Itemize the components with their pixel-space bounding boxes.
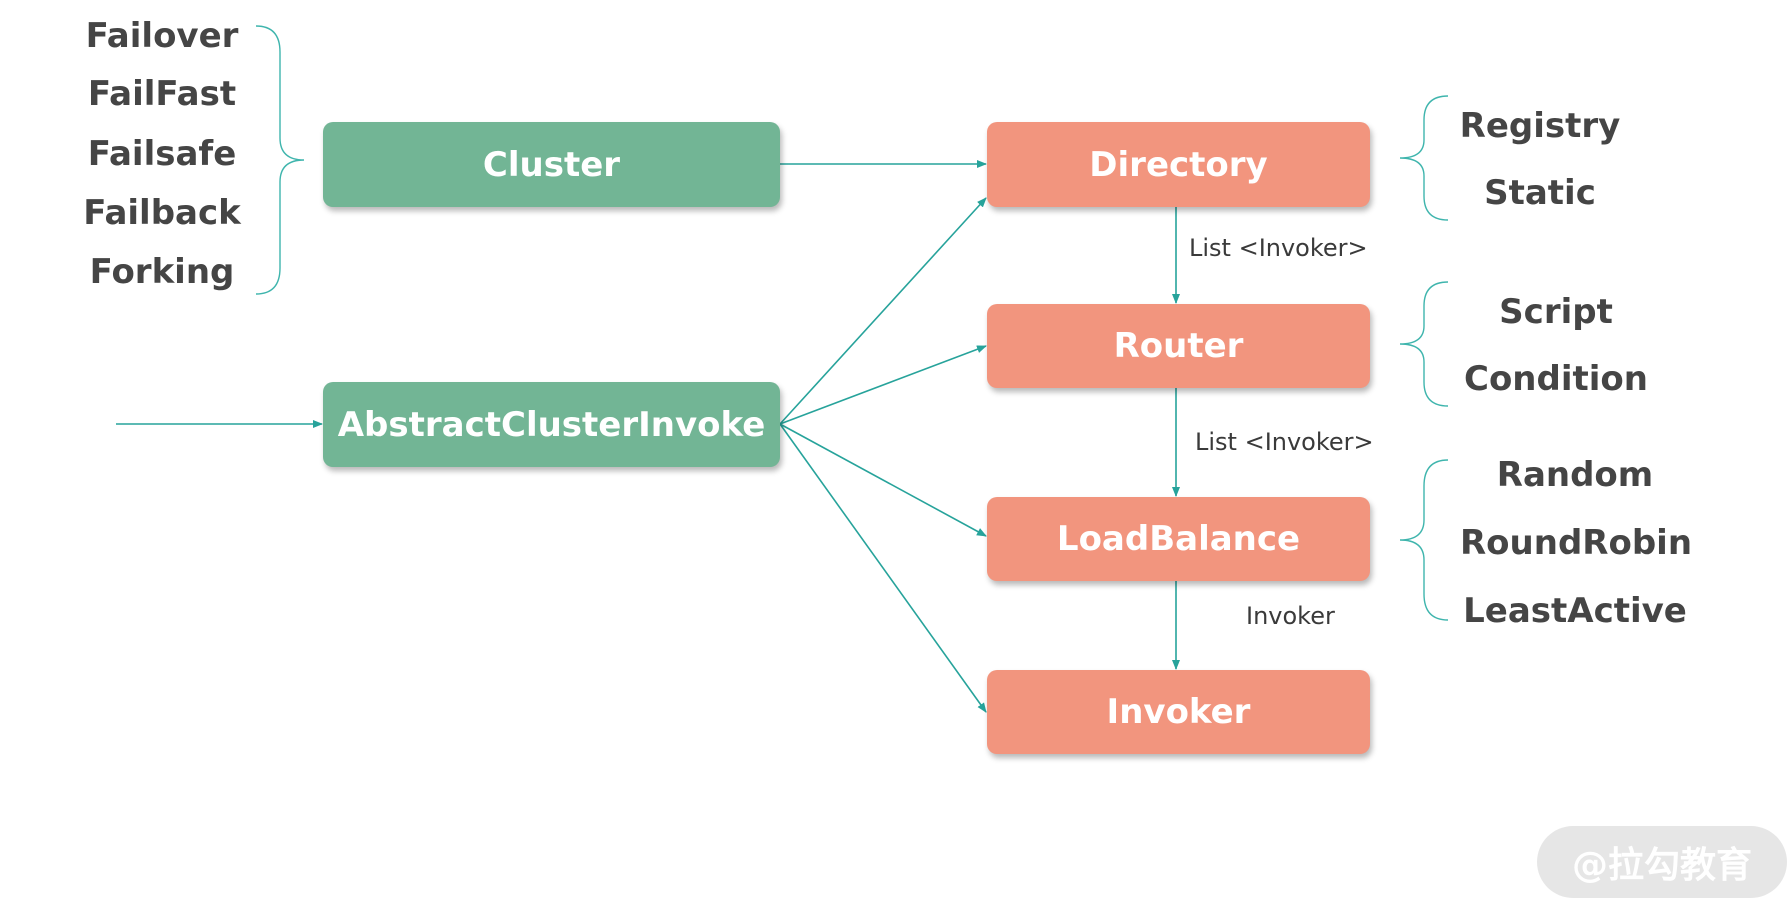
- arrow-abstract-to-router: [779, 345, 987, 425]
- brace-loadbalance-types: [1399, 459, 1449, 621]
- cluster-strategy-failsafe: Failsafe: [87, 134, 237, 174]
- cluster-strategy-failfast: FailFast: [87, 74, 237, 114]
- arrow-abstract-to-directory: [779, 197, 987, 425]
- arrow-abstract-to-loadbalance: [779, 423, 987, 537]
- cluster-strategy-failover: Failover: [85, 16, 239, 56]
- brace-cluster-strategies: [255, 25, 305, 295]
- arrow-abstract-to-invoker: [779, 423, 987, 713]
- brace-router-types: [1399, 281, 1449, 407]
- router-node: Router: [987, 304, 1370, 388]
- router-type-condition: Condition: [1464, 359, 1648, 399]
- abstract-cluster-invoke-node: AbstractClusterInvoke: [323, 382, 780, 467]
- directory-type-registry: Registry: [1459, 106, 1621, 146]
- load-balance-type-random: Random: [1496, 455, 1654, 495]
- directory-type-static: Static: [1484, 173, 1596, 213]
- directory-node: Directory: [987, 122, 1370, 207]
- edge-label-router-loadbalance: List <Invoker>: [1195, 428, 1374, 456]
- load-balance-type-roundrobin: RoundRobin: [1460, 523, 1693, 563]
- invoker-node: Invoker: [987, 670, 1370, 754]
- load-balance-node: LoadBalance: [987, 497, 1370, 581]
- brace-directory-types: [1399, 95, 1449, 221]
- cluster-strategy-failback: Failback: [83, 193, 241, 233]
- edge-label-loadbalance-invoker: Invoker: [1246, 602, 1335, 630]
- cluster-node: Cluster: [323, 122, 780, 207]
- edge-label-directory-router: List <Invoker>: [1189, 234, 1368, 262]
- router-type-script: Script: [1499, 292, 1613, 332]
- cluster-strategy-forking: Forking: [89, 252, 235, 292]
- lagou-watermark: @拉勾教育: [1537, 826, 1787, 898]
- load-balance-type-leastactive: LeastActive: [1463, 591, 1687, 631]
